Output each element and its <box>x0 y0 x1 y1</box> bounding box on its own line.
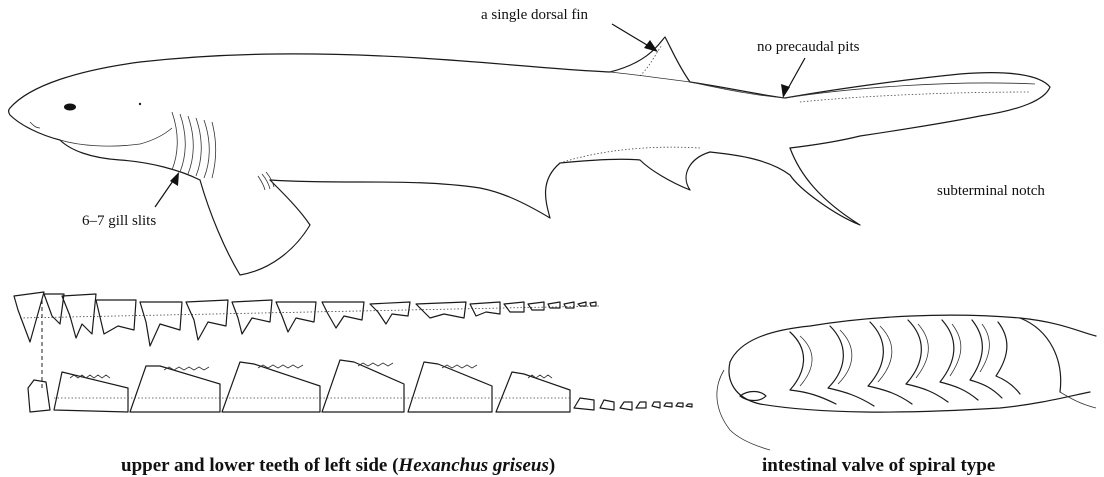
spiral-folds <box>790 320 1020 406</box>
caption-valve: intestinal valve of spiral type <box>762 456 995 475</box>
caption-teeth: upper and lower teeth of left side (Hexa… <box>121 456 555 475</box>
upper-teeth-row <box>14 292 596 346</box>
anal-fin <box>560 152 710 190</box>
shark-drawing <box>9 37 1051 275</box>
label-dorsal-fin: a single dorsal fin <box>481 8 588 23</box>
lower-teeth-row <box>28 360 692 412</box>
caption-teeth-suffix: ) <box>549 455 555 476</box>
shark-ventral-head <box>9 108 201 180</box>
shark-eye <box>64 104 76 111</box>
gill-slits-drawing <box>172 112 216 178</box>
teeth-drawing <box>14 292 692 412</box>
spiral-valve-drawing <box>717 315 1096 450</box>
pelvic-fin <box>270 163 560 218</box>
shark-caudal-lower <box>710 148 860 225</box>
label-subterminal-notch: subterminal notch <box>937 184 1045 199</box>
pectoral-fin <box>200 180 310 275</box>
label-precaudal-pits: no precaudal pits <box>757 40 859 55</box>
shark-dorsal-outline <box>10 37 1050 148</box>
valve-outline <box>730 315 1096 362</box>
shark-mouth <box>60 128 172 146</box>
dorsal-fin-base <box>610 72 690 82</box>
pointer-arrows <box>155 24 805 207</box>
caption-teeth-prefix: upper and lower teeth of left side ( <box>121 455 398 476</box>
label-gill-slits: 6–7 gill slits <box>82 214 156 229</box>
caption-teeth-species: Hexanchus griseus <box>398 455 548 476</box>
